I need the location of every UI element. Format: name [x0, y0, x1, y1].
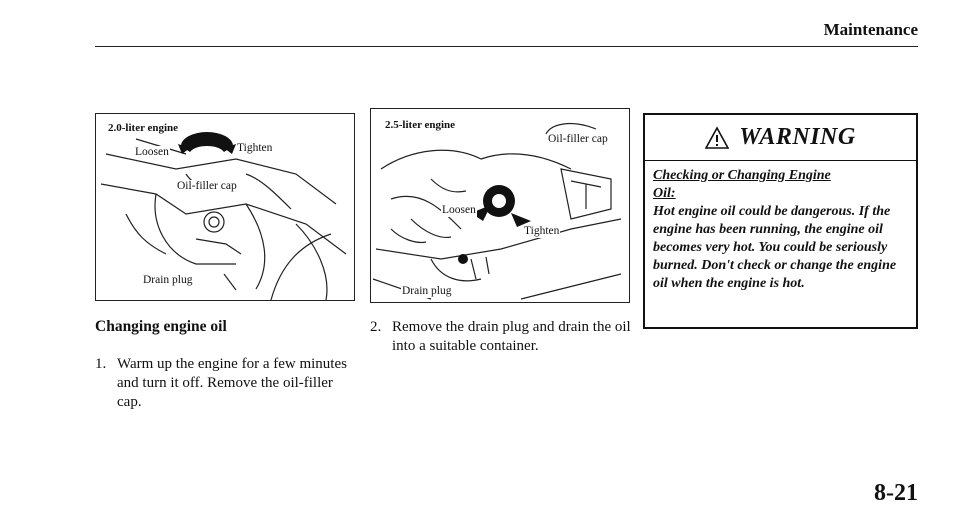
header-rule	[95, 46, 918, 47]
step-text: Remove the drain plug and drain the oil …	[392, 319, 631, 354]
label-loosen: Loosen	[134, 146, 170, 159]
figure-title: 2.0-liter engine	[106, 122, 181, 134]
page-number: 8-21	[874, 480, 918, 506]
engine-illustration-2-5	[372, 122, 622, 300]
step-number: 2.	[370, 319, 382, 335]
step-item: 2. Remove the drain plug and drain the o…	[370, 318, 635, 356]
engine-illustration-2-0	[100, 132, 347, 300]
warning-box: WARNING Checking or Changing Engine Oil:…	[643, 113, 918, 329]
engine-figure-2-5: 2.5-liter engine Oil-filler cap Loosen T…	[370, 108, 630, 303]
header-title: Maintenance	[823, 20, 918, 39]
warning-subtitle: Checking or Changing Engine Oil:	[653, 168, 831, 201]
step-number: 1.	[95, 356, 107, 372]
label-oil-filler-cap: Oil-filler cap	[176, 180, 238, 193]
warning-text: Hot engine oil could be dangerous. If th…	[653, 204, 897, 291]
label-drain-plug: Drain plug	[401, 285, 453, 298]
warning-title: WARNING	[739, 124, 856, 150]
engine-figure-2-0: 2.0-liter engine Loosen Tighten Oil-fill…	[95, 113, 355, 301]
label-drain-plug: Drain plug	[142, 274, 194, 287]
warning-body: Checking or Changing Engine Oil: Hot eng…	[645, 161, 916, 293]
section-title: Changing engine oil	[95, 318, 227, 335]
step-item: 1. Warm up the engine for a few minutes …	[95, 355, 360, 412]
label-loosen: Loosen	[441, 204, 477, 217]
warning-triangle-icon	[705, 125, 730, 149]
figure-title: 2.5-liter engine	[383, 119, 458, 131]
warning-header: WARNING	[645, 115, 916, 161]
label-tighten: Tighten	[523, 225, 561, 238]
label-tighten: Tighten	[236, 142, 274, 155]
label-oil-filler-cap: Oil-filler cap	[547, 133, 609, 146]
step-text: Warm up the engine for a few minutes and…	[117, 356, 347, 410]
